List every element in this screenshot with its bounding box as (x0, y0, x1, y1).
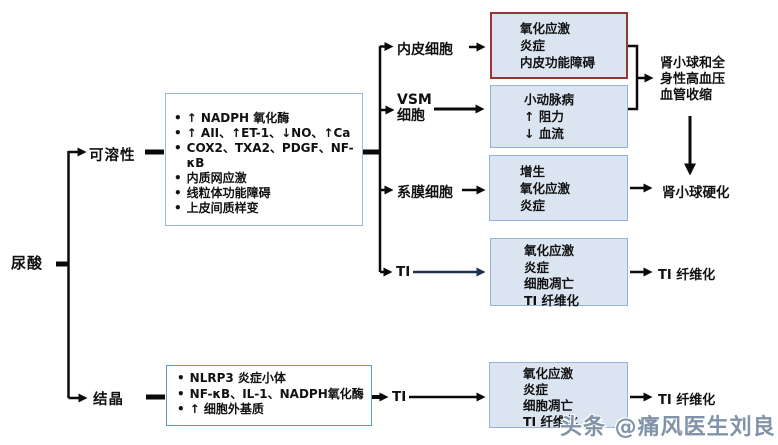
mechanism-text: COX2、TXA2、PDGF、NF-κB (186, 141, 354, 170)
mechanism-text: 线粒体功能障碍 (186, 186, 271, 200)
bullet-icon: • (174, 186, 182, 200)
outcome-hypertension: 肾小球和全 身性高血压 血管收缩 (660, 56, 725, 104)
effect-line: TI 纤维化 (524, 292, 580, 308)
mechanism-item: • ↑ 细胞外基质 (177, 402, 367, 418)
bullet-icon: • (174, 126, 182, 140)
mechanism-text: NF-κB、IL-1、NADPH氧化酶 (189, 386, 364, 401)
outcome-ti-fibrosis-soluble: TI 纤维化 (658, 268, 716, 283)
effect-box-mesangial: 增生 氧化应激 炎症 (489, 155, 628, 221)
bullet-icon: • (174, 171, 182, 185)
outcome-line: 肾小球和全 (660, 56, 726, 71)
branch-label-crystal: 结晶 (93, 392, 124, 408)
target-label-endothelial-cells: 内皮细胞 (397, 42, 453, 58)
outcome-line: 血管收缩 (660, 88, 713, 103)
bullet-icon: • (177, 371, 185, 385)
mechanism-item: • NF-κB、IL-1、NADPH氧化酶 (177, 387, 367, 403)
bullet-icon: • (174, 141, 182, 155)
bullet-icon: • (177, 386, 185, 401)
mechanism-text: 上皮间质样变 (186, 201, 259, 215)
effect-line: 炎症 (520, 38, 546, 53)
effect-line: 氧化应激 (520, 181, 571, 196)
mechanism-item: • ↑ NADPH 氧化酶 (174, 111, 358, 126)
effect-line: 细胞凋亡 (523, 398, 574, 413)
outcome-glomerulosclerosis: 肾小球硬化 (662, 185, 730, 201)
mechanism-text: ↑ NADPH 氧化酶 (186, 111, 290, 125)
effect-box-ti-crystal: 氧化应激 炎症 细胞凋亡 TI 纤维化 (489, 362, 628, 429)
mechanism-item: • 内质网应激 (174, 171, 358, 186)
vsm-line1: VSM (397, 92, 432, 108)
outcome-line: 身性高血压 (660, 72, 726, 87)
effect-line: ↑ 阻力 (524, 109, 564, 124)
effect-line: 氧化应激 (524, 243, 575, 258)
crystal-mechanisms-box: • NLRP3 炎症小体 • NF-κB、IL-1、NADPH氧化酶 • ↑ 细胞外基… (166, 365, 372, 426)
bullet-icon: • (174, 111, 182, 125)
branch-label-soluble: 可溶性 (89, 148, 136, 164)
effect-line: 小动脉病 (524, 92, 575, 107)
effect-line: 细胞凋亡 (524, 276, 575, 291)
effect-line: 内皮功能障碍 (520, 55, 596, 70)
effect-line: ↓ 血流 (524, 126, 564, 141)
effect-line: 氧化应激 (520, 21, 571, 36)
effect-line: 炎症 (520, 198, 546, 213)
outcome-ti-fibrosis-crystal: TI 纤维化 (658, 393, 716, 408)
effect-line: 炎症 (524, 259, 550, 275)
mechanism-item: • COX2、TXA2、PDGF、NF-κB (174, 141, 358, 171)
target-label-vsm-cells: VSM 细胞 (397, 92, 432, 124)
effect-line: 炎症 (523, 382, 549, 397)
effect-line: 氧化应激 (523, 366, 574, 381)
mechanism-text: NLRP3 炎症小体 (189, 371, 286, 385)
mechanism-text: 内质网应激 (186, 171, 247, 185)
target-label-mesangial-cells: 系膜细胞 (397, 185, 453, 201)
effect-line: TI 纤维化 (523, 414, 579, 429)
effect-line: 增生 (520, 164, 546, 179)
mechanism-item: • 线粒体功能障碍 (174, 186, 358, 201)
effect-box-ti-soluble: 氧化应激 炎症 细胞凋亡 TI 纤维化 (490, 238, 628, 308)
effect-box-endothelial: 氧化应激 炎症 内皮功能障碍 (490, 12, 628, 79)
mechanism-text: ↑ 细胞外基质 (189, 402, 264, 416)
root-label-uric-acid: 尿酸 (11, 254, 44, 272)
bullet-icon: • (174, 201, 182, 215)
bullet-icon: • (177, 402, 185, 416)
target-label-ti-crystal: TI (392, 389, 407, 405)
soluble-mechanisms-box: • ↑ NADPH 氧化酶 • ↑ AII、↑ET-1、↓NO、↑Ca • COX2、… (165, 93, 363, 226)
vsm-line2: 细胞 (397, 108, 425, 124)
target-label-ti-soluble: TI (396, 264, 411, 280)
mechanism-item: • 上皮间质样变 (174, 201, 358, 216)
effect-box-vsm: 小动脉病 ↑ 阻力 ↓ 血流 (490, 85, 628, 148)
mechanism-item: • ↑ AII、↑ET-1、↓NO、↑Ca (174, 126, 358, 141)
watermark-toutiao: 头条 @痛风医生刘良运 (560, 415, 776, 440)
mechanism-item: • NLRP3 炎症小体 (177, 371, 367, 387)
mechanism-text: ↑ AII、↑ET-1、↓NO、↑Ca (186, 126, 351, 140)
